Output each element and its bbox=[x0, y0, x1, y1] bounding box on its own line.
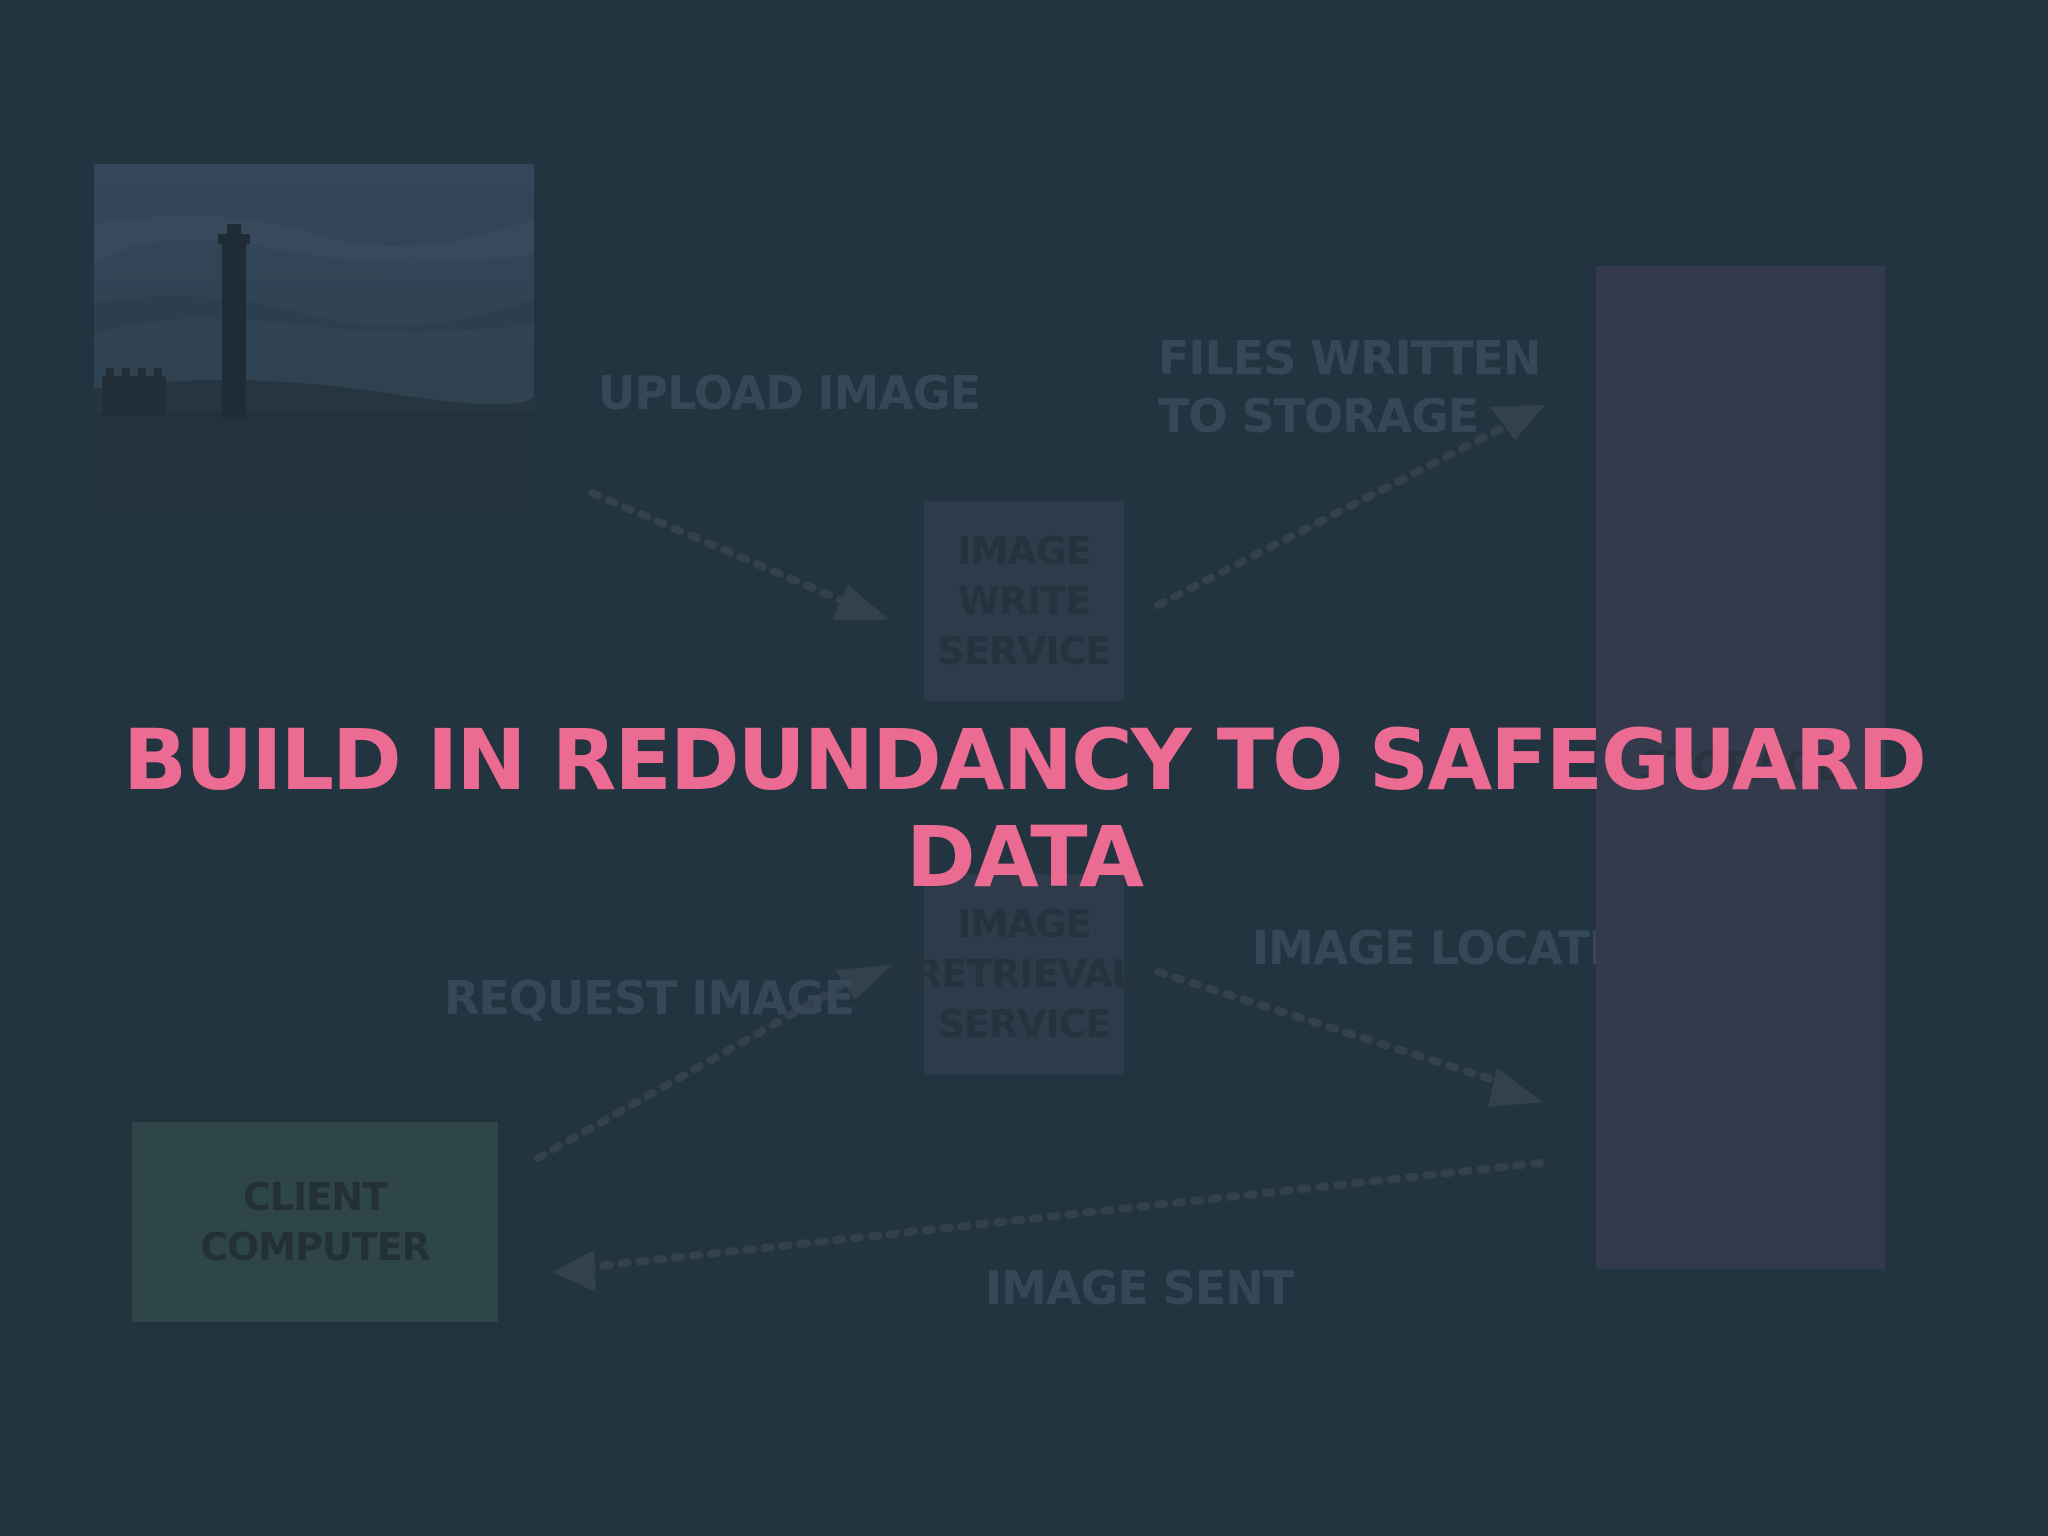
request-image-label: REQUEST IMAGE bbox=[444, 971, 855, 1025]
arrowhead-upload bbox=[832, 585, 890, 620]
retrieval-service-line-2: RETRIEVAL bbox=[913, 951, 1136, 996]
upload-image-label: UPLOAD IMAGE bbox=[598, 366, 981, 420]
lighthouse-image bbox=[94, 164, 534, 514]
arrowhead-files-written bbox=[1490, 405, 1545, 440]
arrowhead-sent bbox=[552, 1250, 596, 1292]
write-service-line-1: IMAGE bbox=[957, 528, 1092, 573]
write-service-line-3: SERVICE bbox=[937, 629, 1112, 674]
files-written-line-2: TO STORAGE bbox=[1158, 388, 1479, 443]
lighthouse-photo bbox=[94, 164, 534, 514]
arrowhead-request bbox=[835, 965, 892, 1000]
client-computer-box: CLIENT COMPUTER bbox=[132, 1122, 498, 1322]
storage-label: STORAGE bbox=[1637, 744, 1844, 791]
retrieval-service-line-3: SERVICE bbox=[937, 1002, 1112, 1047]
storage-box: STORAGE bbox=[1596, 266, 1885, 1269]
arrow-files-written bbox=[1154, 421, 1512, 609]
arrow-located bbox=[1154, 968, 1504, 1086]
image-sent-label: IMAGE SENT bbox=[985, 1261, 1294, 1315]
image-write-service-box: IMAGE WRITE SERVICE bbox=[924, 501, 1124, 701]
arrow-upload bbox=[588, 489, 856, 609]
image-retrieval-service-box: IMAGE RETRIEVAL SERVICE bbox=[913, 874, 1136, 1074]
arrow-sent bbox=[586, 1159, 1544, 1271]
slide-headline: BUILD IN REDUNDANCY TO SAFEGUARD DATA bbox=[122, 711, 1927, 906]
arrowhead-located bbox=[1488, 1068, 1543, 1107]
client-computer-label: CLIENT COMPUTER bbox=[200, 1174, 431, 1269]
files-written-line-1: FILES WRITTEN bbox=[1158, 331, 1541, 385]
image-located-label: IMAGE LOCATED bbox=[1252, 921, 1657, 975]
retrieval-service-line-1: IMAGE bbox=[957, 901, 1092, 946]
files-written-label: FILES WRITTEN TO STORAGE bbox=[1158, 330, 1541, 445]
arrow-request bbox=[534, 976, 856, 1162]
write-service-line-2: WRITE bbox=[957, 578, 1091, 623]
